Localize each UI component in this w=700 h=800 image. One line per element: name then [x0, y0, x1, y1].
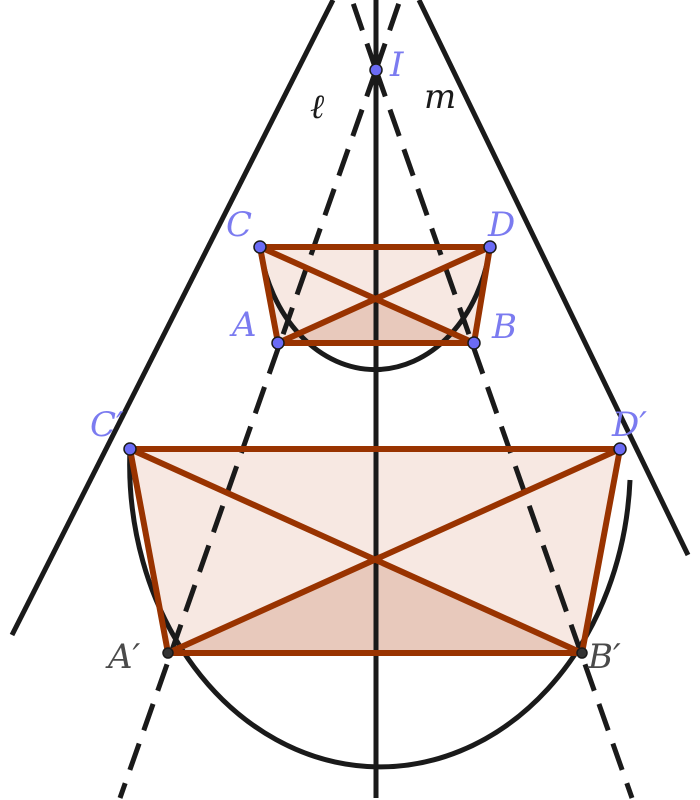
- large-diagonal-D-prime-A-prime: [166, 446, 622, 656]
- solid-lines: [9, 0, 691, 798]
- line-left: [9, 0, 336, 637]
- large-semicircle: [127, 448, 633, 770]
- point-D: [483, 240, 497, 254]
- label-B-prime: B′: [587, 637, 621, 677]
- label-B: B: [491, 307, 517, 347]
- label-m: m: [424, 77, 456, 117]
- point-A: [271, 336, 285, 350]
- label-C: C: [226, 205, 252, 245]
- point-C: [253, 240, 267, 254]
- label-D-prime: D′: [611, 405, 647, 445]
- line-ell: [117, 69, 379, 799]
- small-diagonal-DA: [276, 244, 492, 346]
- label-A-prime: A′: [105, 637, 141, 677]
- point-B: [467, 336, 481, 350]
- line-m: [373, 69, 635, 799]
- label-A: A: [229, 305, 257, 345]
- large-diagonal-C-prime-B-prime: [128, 446, 584, 656]
- point-A-prime: [162, 647, 174, 659]
- point-I: [369, 63, 383, 77]
- points: [123, 63, 627, 659]
- point-D-prime: [613, 442, 627, 456]
- label-C-prime: C′: [90, 405, 124, 445]
- label-I: I: [389, 45, 404, 85]
- polygon-strokes: [127, 244, 623, 656]
- point-C-prime: [123, 442, 137, 456]
- labels: I ℓ m C D A B C′ D′ A′ B′: [90, 45, 647, 677]
- small-diagonal-CB: [258, 244, 476, 346]
- label-ell: ℓ: [310, 87, 324, 127]
- label-D: D: [487, 205, 515, 245]
- point-B-prime: [576, 647, 588, 659]
- dashed-top-right: [373, 0, 403, 71]
- dashed-top-left: [349, 0, 379, 71]
- dashed-lines: [117, 0, 635, 799]
- line-right: [416, 0, 691, 557]
